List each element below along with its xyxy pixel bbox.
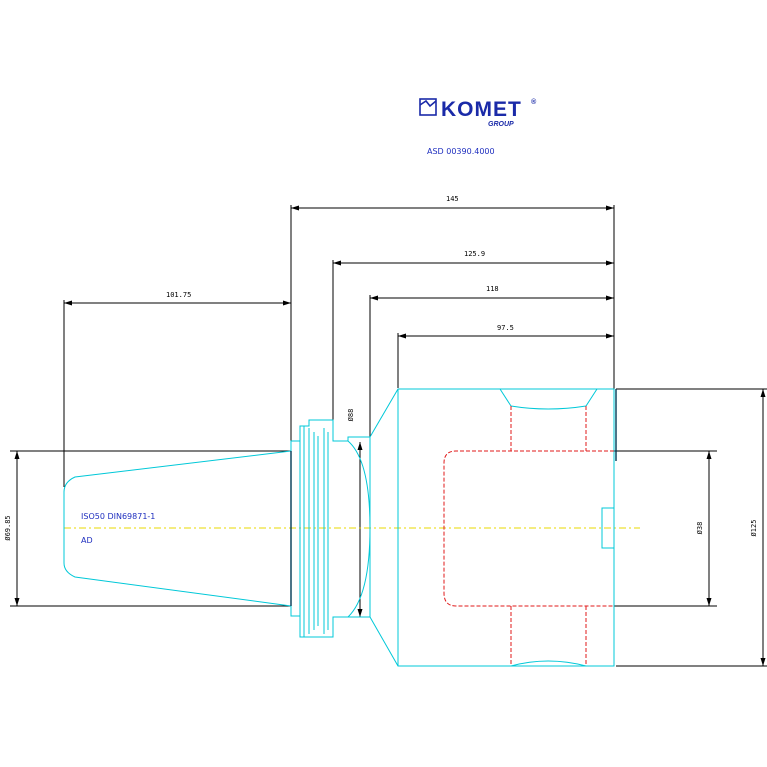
dim-length-97: 97.5 bbox=[497, 324, 514, 332]
dimension-labels: 145 125.9 118 97.5 101.75 Ø69.85 Ø88 Ø38… bbox=[4, 195, 758, 541]
dim-overall-length: 145 bbox=[446, 195, 459, 203]
tool-outline bbox=[63, 388, 615, 667]
dim-length-118: 118 bbox=[486, 285, 499, 293]
dim-flange-diameter: Ø88 bbox=[347, 409, 355, 422]
komet-logo: KOMET ® GROUP bbox=[419, 98, 537, 128]
trademark-mark: ® bbox=[531, 98, 537, 106]
part-number: ASD 00390.4000 bbox=[427, 147, 495, 156]
dim-length-125: 125.9 bbox=[464, 250, 485, 258]
brand-group: GROUP bbox=[488, 121, 514, 128]
komet-emblem-icon bbox=[419, 98, 437, 116]
standard-variant: AD bbox=[81, 536, 93, 545]
dimension-lines bbox=[10, 205, 767, 667]
dim-body-diameter: Ø125 bbox=[750, 520, 758, 537]
dim-taper-length: 101.75 bbox=[166, 291, 191, 299]
dim-bore-diameter: Ø38 bbox=[696, 522, 704, 535]
brand-name: KOMET bbox=[441, 98, 522, 121]
standard-designation: ISO50 DIN69871-1 bbox=[81, 512, 155, 521]
tool-edges bbox=[290, 389, 617, 606]
dim-taper-diameter: Ø69.85 bbox=[4, 515, 12, 540]
dimension-arrows bbox=[14, 205, 766, 666]
internal-bore bbox=[443, 406, 614, 666]
